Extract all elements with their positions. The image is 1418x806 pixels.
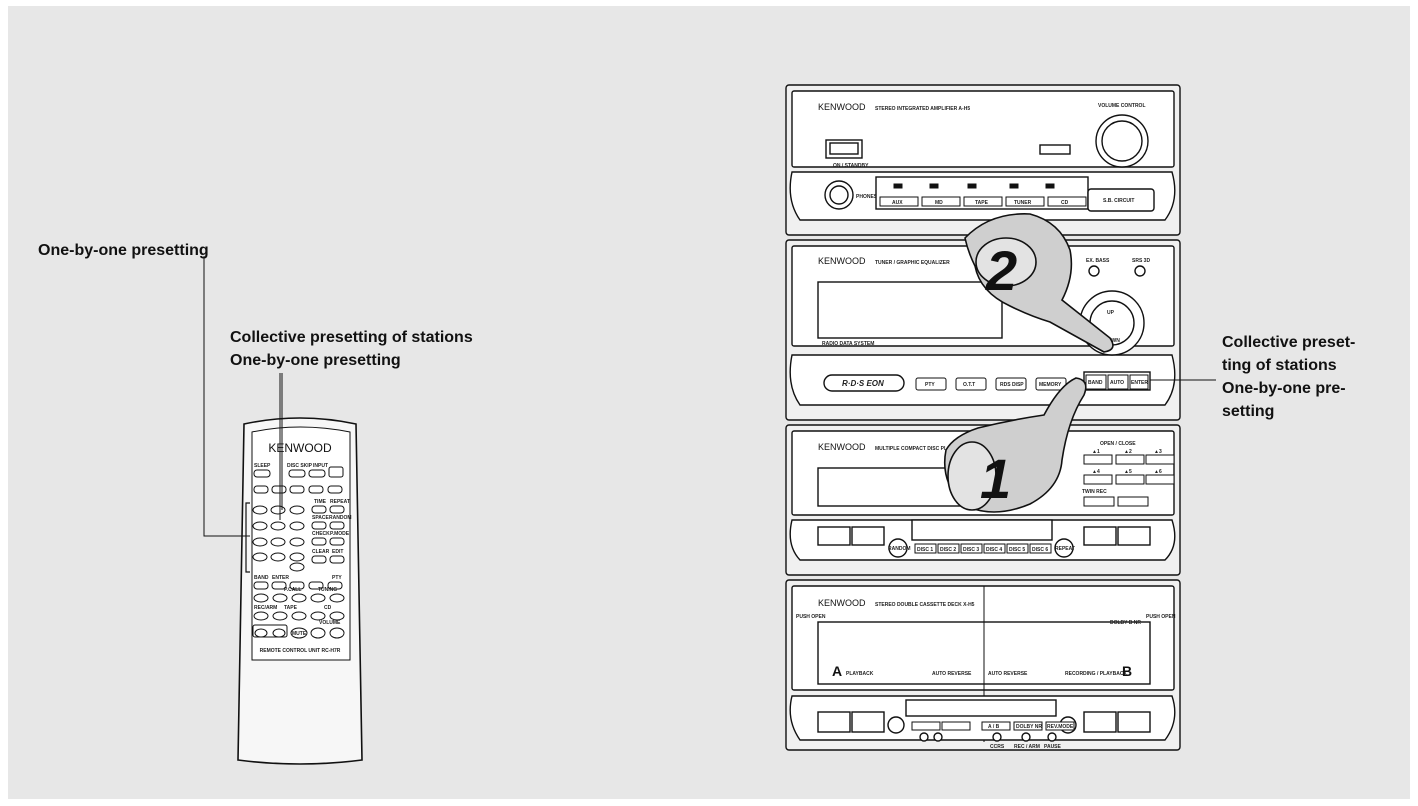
deck-push-open-right: PUSH OPEN <box>1146 614 1176 620</box>
remote-control: KENWOOD SLEEP DISC SKIP INPUT <box>238 418 362 764</box>
remote-edit-label: EDIT <box>332 549 343 555</box>
deck-rec-arm: REC / ARM <box>1014 744 1040 750</box>
cd-tray-1: ▲1 <box>1092 449 1100 455</box>
remote-random-label: RANDOM <box>329 515 352 521</box>
amp-volume-label: VOLUME CONTROL <box>1098 103 1146 109</box>
remote-input-label: INPUT <box>313 463 328 469</box>
cd-open-close: OPEN / CLOSE <box>1100 441 1136 447</box>
tuner-btn-band: BAND <box>1088 380 1103 386</box>
hand-1-number: 1 <box>980 447 1011 510</box>
tuner-btn-rds-disp: RDS DISP <box>1000 382 1024 388</box>
deck-pause: PAUSE <box>1044 744 1062 750</box>
cd-disc-4: DISC 4 <box>986 547 1002 553</box>
cd-tray-4: ▲4 <box>1092 469 1100 475</box>
remote-cd-label: CD <box>324 605 332 611</box>
tuner-btn-enter: ENTER <box>1131 380 1148 386</box>
amp-phones-label: PHONES <box>856 194 878 200</box>
remote-mute-label: MUTE <box>292 631 307 637</box>
cd-disc-2: DISC 2 <box>940 547 956 553</box>
deck-b-label: RECORDING / PLAYBACK <box>1065 671 1127 677</box>
amp-sb-circuit: S.B. CIRCUIT <box>1103 198 1134 204</box>
deck-a-letter: A <box>832 663 842 679</box>
cd-tray-2: ▲2 <box>1124 449 1132 455</box>
cd-repeat: REPEAT <box>1055 546 1075 552</box>
cd-disc-1: DISC 1 <box>917 547 933 553</box>
deck-btn-rev-mode: REV.MODE <box>1047 724 1074 730</box>
deck-title: STEREO DOUBLE CASSETTE DECK X-H5 <box>875 602 975 608</box>
cd-tray-6: ▲6 <box>1154 469 1162 475</box>
tuner-rds-system: RADIO DATA SYSTEM <box>822 341 874 347</box>
remote-time-label: TIME <box>314 499 327 505</box>
remote-clear-label: CLEAR <box>312 549 330 555</box>
remote-model-label: REMOTE CONTROL UNIT RC-H7R <box>260 648 341 654</box>
tuner-btn-pty: PTY <box>925 382 935 388</box>
deck-auto-reverse-left: AUTO REVERSE <box>932 671 972 677</box>
remote-volume-label: VOLUME <box>319 620 341 626</box>
remote-enter-label: ENTER <box>272 575 289 581</box>
remote-p-mode-label: P.MODE <box>330 531 350 537</box>
cd-random: RANDOM <box>888 546 911 552</box>
cd-tray-5: ▲5 <box>1124 469 1132 475</box>
amp-input-tape: TAPE <box>975 200 989 206</box>
remote-tuning-label: TUNING <box>318 587 337 593</box>
remote-band-label: BAND <box>254 575 269 581</box>
deck-ccrs: CCRS <box>990 744 1005 750</box>
cd-disc-5: DISC 5 <box>1009 547 1025 553</box>
tuner-title: TUNER / GRAPHIC EQUALIZER <box>875 260 950 266</box>
deck-brand: KENWOOD <box>818 598 866 608</box>
cd-disc-6: DISC 6 <box>1032 547 1048 553</box>
deck-a-label: PLAYBACK <box>846 671 874 677</box>
cd-disc-3: DISC 3 <box>963 547 979 553</box>
tuner-srs-3d: SRS 3D <box>1132 258 1150 264</box>
deck-btn-dolby: DOLBY NR <box>1016 724 1042 730</box>
tuner-btn-ott: O.T.T <box>963 382 975 388</box>
cd-brand: KENWOOD <box>818 442 866 452</box>
amplifier-unit: KENWOOD STEREO INTEGRATED AMPLIFIER A-H5… <box>786 85 1180 235</box>
amp-brand: KENWOOD <box>818 102 866 112</box>
deck-push-open-left: PUSH OPEN <box>796 614 826 620</box>
tuner-dial-up: UP <box>1107 310 1115 316</box>
amp-input-tuner: TUNER <box>1014 200 1032 206</box>
deck-b-letter: B <box>1122 663 1132 679</box>
remote-disc-skip-label: DISC SKIP <box>287 463 313 469</box>
deck-dolby: DOLBY B NR <box>1110 620 1141 626</box>
amp-input-cd: CD <box>1061 200 1069 206</box>
amp-input-md: MD <box>935 200 943 206</box>
tuner-btn-auto: AUTO <box>1110 380 1124 386</box>
tuner-rds-logo: R·D·S EON <box>842 379 884 388</box>
stereo-system: KENWOOD STEREO INTEGRATED AMPLIFIER A-H5… <box>786 85 1180 750</box>
remote-pcall-label: P.CALL <box>284 587 301 593</box>
remote-sleep-label: SLEEP <box>254 463 271 469</box>
remote-rec-label: REC/ARM <box>254 605 277 611</box>
remote-repeat-label: REPEAT <box>330 499 350 505</box>
tuner-ex-bass: EX. BASS <box>1086 258 1110 264</box>
cd-tray-3: ▲3 <box>1154 449 1162 455</box>
amp-input-aux: AUX <box>892 200 903 206</box>
deck-btn-ab: A / B <box>988 724 1000 730</box>
amp-title: STEREO INTEGRATED AMPLIFIER A-H5 <box>875 106 970 112</box>
tuner-btn-memory: MEMORY <box>1039 382 1062 388</box>
remote-brand: KENWOOD <box>268 441 332 455</box>
remote-pty-label: PTY <box>332 575 342 581</box>
cd-twin-rec: TWIN REC <box>1082 489 1107 495</box>
amp-power-label: ON / STANDBY <box>833 163 869 169</box>
remote-space-label: SPACE <box>312 515 330 521</box>
tuner-brand: KENWOOD <box>818 256 866 266</box>
hand-2-number: 2 <box>985 239 1017 302</box>
remote-tape-label: TAPE <box>284 605 298 611</box>
remote-check-label: CHECK <box>312 531 330 537</box>
deck-auto-reverse-right: AUTO REVERSE <box>988 671 1028 677</box>
